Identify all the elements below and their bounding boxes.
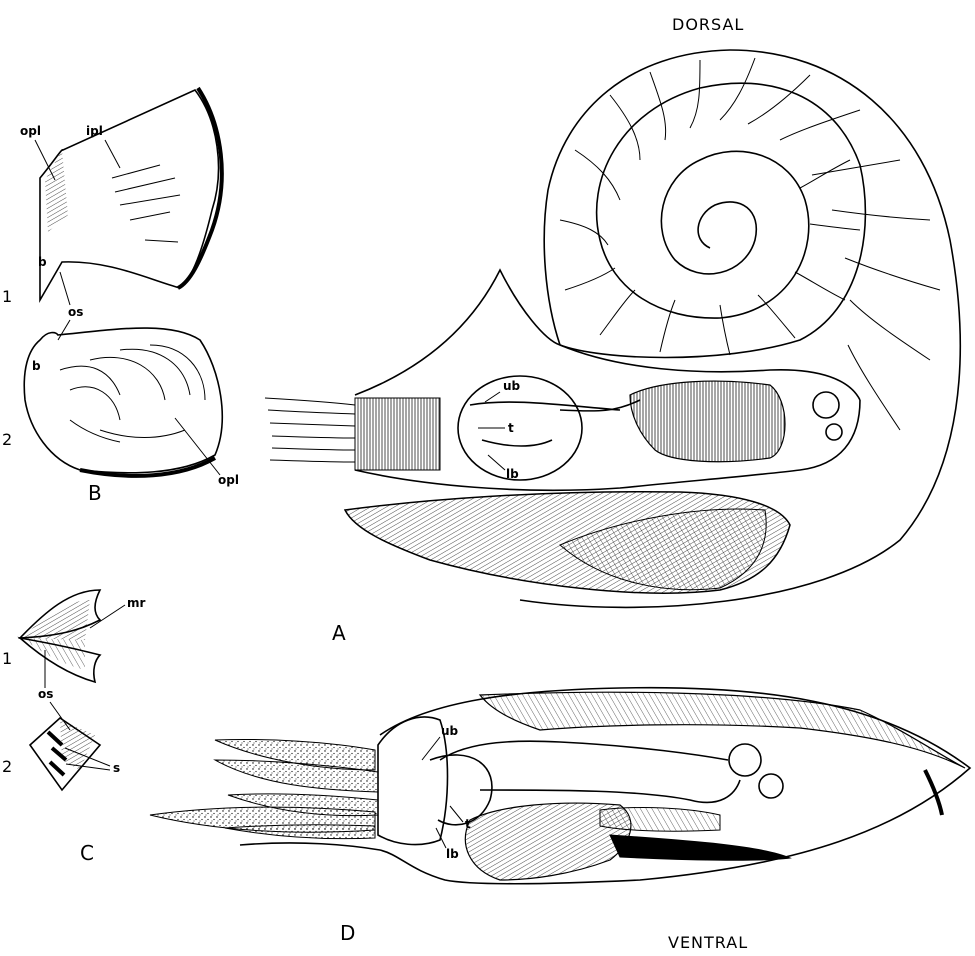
panel-b-jaw-2 — [24, 328, 222, 476]
panel-b-ipl-label: ipl — [86, 124, 103, 138]
panel-c-num-1: 1 — [2, 649, 12, 668]
panel-b-b-1-label: b — [38, 255, 47, 269]
panel-b-opl-1-label: opl — [20, 124, 41, 138]
squid-intestine — [480, 780, 740, 802]
panel-c-mr-label: mr — [127, 596, 146, 610]
nautilus-lower-beak-line — [482, 440, 552, 446]
nautilus-crop — [630, 381, 785, 462]
dorsal-label: DORSAL — [672, 15, 744, 34]
nautilus-upper-beak-line — [470, 402, 620, 410]
panel-d-t-leader — [450, 806, 463, 822]
panel-c-num-2: 2 — [2, 757, 12, 776]
panel-d-lb-label: lb — [446, 847, 459, 861]
panel-a-t-label: t — [508, 421, 514, 435]
panel-c-os-leader-2 — [50, 702, 70, 730]
squid-arm-5 — [225, 825, 375, 839]
panel-c-letter: C — [80, 841, 94, 865]
panel-b-jaw-1 — [40, 88, 222, 300]
nautilus-tentacles — [265, 398, 355, 462]
panel-b-os-leader-1 — [60, 272, 70, 305]
panel-b-jaw-1-hatch — [45, 150, 68, 232]
squid-oesophagus — [440, 741, 728, 760]
panel-b-num-2: 2 — [2, 430, 12, 449]
panel-b-b-2-label: b — [32, 359, 41, 373]
squid-stomach — [729, 744, 761, 776]
squid-head-outline — [378, 717, 448, 845]
panel-b-num-1: 1 — [2, 287, 12, 306]
squid-caecum — [759, 774, 783, 798]
squid-gonad — [600, 808, 720, 832]
panel-b-opl-2-label: opl — [218, 473, 239, 487]
ventral-label: VENTRAL — [668, 933, 748, 952]
panel-b-opl-1-leader — [35, 140, 55, 180]
panel-b-letter: B — [88, 481, 102, 505]
squid-gladius — [480, 692, 965, 768]
panel-a-letter: A — [332, 621, 346, 645]
nautilus-tentacle-sheaths — [355, 398, 440, 470]
panel-a-lb-label: lb — [506, 467, 519, 481]
panel-c-s-label: s — [113, 761, 120, 775]
nautilus-septa — [560, 58, 940, 430]
panel-b-os-label: os — [68, 305, 83, 319]
panel-c-os-label: os — [38, 687, 53, 701]
panel-d-lb-leader — [436, 828, 446, 848]
panel-b-ipl-leader — [105, 140, 120, 168]
panel-d-ub-label: ub — [441, 724, 459, 738]
panel-a-lb-leader — [488, 455, 505, 470]
panel-c-s-leader-2 — [66, 764, 110, 770]
nautilus-drawing — [265, 50, 960, 607]
panel-a-ub-leader — [485, 392, 500, 402]
panel-d-t-label: t — [465, 817, 471, 831]
panel-c-jaw-2 — [30, 718, 100, 790]
nautilus-caecum — [813, 392, 839, 418]
panel-b-os-leader-2 — [58, 320, 70, 340]
panel-a-ub-label: ub — [503, 379, 521, 393]
panel-c-jaw-1 — [20, 590, 100, 682]
panel-d-letter: D — [340, 921, 355, 945]
nautilus-caecum-small — [826, 424, 842, 440]
squid-drawing — [150, 688, 970, 884]
squid-ink-sac — [610, 835, 790, 860]
panel-d-ub-leader — [422, 737, 440, 760]
